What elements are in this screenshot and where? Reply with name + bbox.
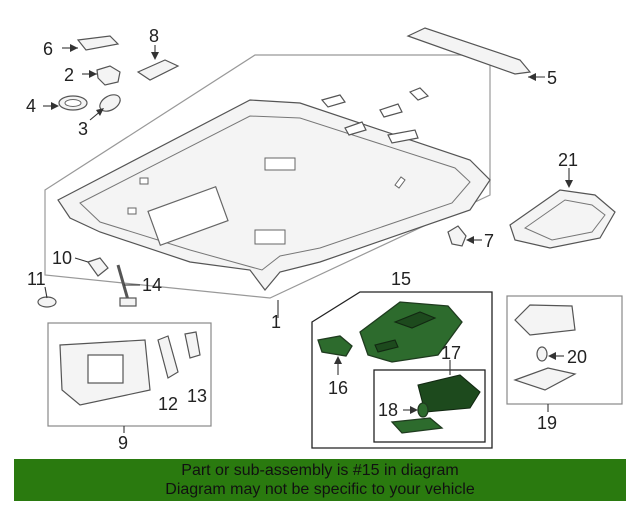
roof-bracket: [320, 94, 346, 108]
roof-bracket: [408, 87, 430, 101]
callout-15: 15: [391, 269, 411, 289]
part-18-arrow: [410, 406, 418, 414]
headliner-console-cutout: [254, 229, 286, 245]
roof-bracket: [387, 129, 419, 144]
headliner-panel: [57, 99, 491, 291]
headliner-clip-slot: [394, 176, 406, 189]
headliner-clip-hole: [139, 177, 149, 185]
part-17-group-box: [373, 369, 486, 443]
headliner-clip-hole: [127, 207, 137, 215]
part-15-console-buttons: [374, 339, 399, 353]
callout-18: 18: [378, 400, 398, 420]
part-13-bracket: [184, 331, 201, 359]
part-info-banner: Part or sub-assembly is #15 in diagram D…: [14, 459, 626, 501]
part-15-group-box: [311, 291, 493, 449]
part-8-arrow: [151, 52, 159, 60]
part-19-lens: [513, 367, 577, 391]
callout-6: 6: [43, 39, 53, 59]
part-6-bracket: [76, 35, 120, 51]
roof-bracket: [344, 121, 367, 136]
part-8-bracket: [136, 59, 180, 81]
part-info-line-1: Part or sub-assembly is #15 in diagram: [181, 462, 459, 479]
callout-21: 21: [558, 150, 578, 170]
part-4-arrow: [51, 102, 59, 110]
part-11-leader: [44, 286, 48, 299]
callout-14: 14: [142, 275, 162, 295]
part-3-arrow: [96, 108, 104, 116]
callout-10: 10: [52, 248, 72, 268]
part-9-group-box: [47, 322, 212, 427]
part-7-arrow: [466, 236, 474, 244]
part-20-bulb: [536, 346, 548, 362]
part-5-arrow: [528, 73, 536, 81]
part-12-hook: [157, 335, 179, 379]
part-21-rear-console: [509, 189, 616, 249]
part-info-line-2: Diagram may not be specific to your vehi…: [165, 481, 475, 498]
callout-7: 7: [484, 231, 494, 251]
callout-4: 4: [26, 96, 36, 116]
callout-12: 12: [158, 394, 178, 414]
part-7-clip: [447, 225, 467, 247]
part-19-lamp-housing: [514, 304, 576, 336]
callout-5: 5: [547, 68, 557, 88]
headliner-group-outline: [44, 54, 491, 299]
part-2-clip: [96, 65, 121, 86]
part-14-rod: [116, 264, 130, 301]
part-11-cap: [37, 296, 57, 308]
part-17-lamp-lens: [390, 417, 444, 434]
callout-20: 20: [567, 347, 587, 367]
headliner-sunroof-opening: [147, 186, 229, 246]
callout-9: 9: [118, 433, 128, 453]
part-3-grommet: [99, 94, 121, 112]
callout-2: 2: [64, 65, 74, 85]
part-15-console-lens: [393, 311, 437, 329]
part-18-bulb: [417, 402, 429, 418]
part-4-grommet-inner: [64, 99, 82, 107]
part-21-arrow: [565, 180, 573, 188]
headliner-inner-edge: [79, 115, 471, 271]
part-6-arrow: [70, 44, 78, 52]
roof-bracket: [379, 103, 403, 118]
callout-3: 3: [78, 119, 88, 139]
callout-16: 16: [328, 378, 348, 398]
part-10-leader: [74, 257, 89, 263]
part-19-group-box: [506, 295, 623, 405]
part-5-trim-strip: [406, 27, 532, 75]
callout-13: 13: [187, 386, 207, 406]
callout-11: 11: [27, 269, 46, 289]
headliner-lamp-cutout: [264, 157, 296, 171]
callout-19: 19: [537, 413, 557, 433]
part-16-arrow: [334, 356, 342, 364]
part-10-bracket: [87, 257, 109, 277]
callout-17: 17: [441, 343, 461, 363]
part-21-detail: [523, 199, 606, 241]
part-2-arrow: [89, 70, 97, 78]
part-9-mirror: [87, 354, 124, 384]
callout-1: 1: [271, 312, 281, 332]
part-16-switch: [317, 335, 353, 357]
part-14-base: [119, 297, 137, 307]
callout-8: 8: [149, 26, 159, 46]
part-20-arrow: [548, 352, 556, 360]
